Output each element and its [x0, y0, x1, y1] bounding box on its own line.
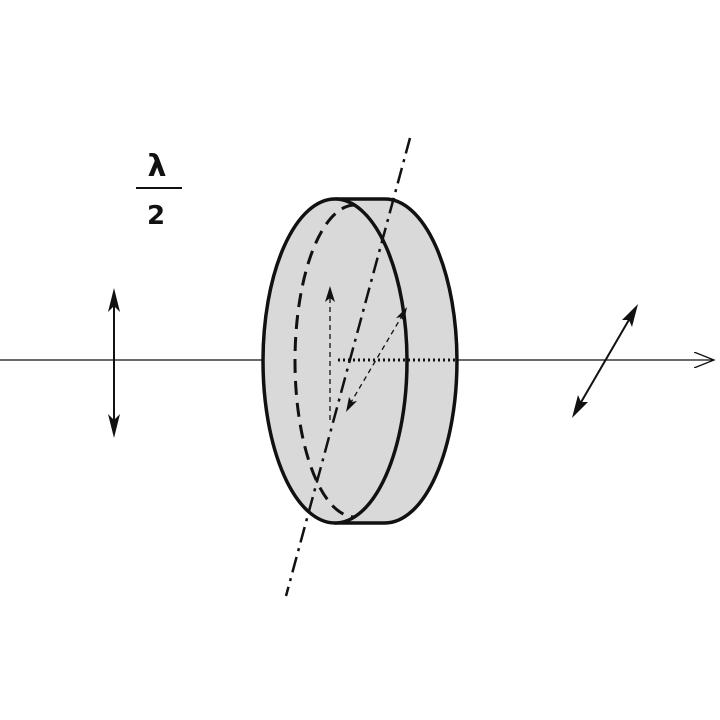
optic-axis [284, 137, 412, 597]
wavelength-fraction-label: λ 2 [136, 149, 182, 231]
fraction-numerator: λ [148, 149, 167, 184]
waveplate-back-edge [384, 197, 459, 525]
output-polarization-arrow [572, 304, 638, 418]
fraction-denominator: 2 [147, 201, 165, 231]
waveplate-front-face [261, 197, 409, 525]
input-polarization-arrow [108, 288, 120, 438]
waveplate-hidden-back-circle [293, 203, 356, 519]
inner-polarization-vectors [325, 286, 407, 420]
